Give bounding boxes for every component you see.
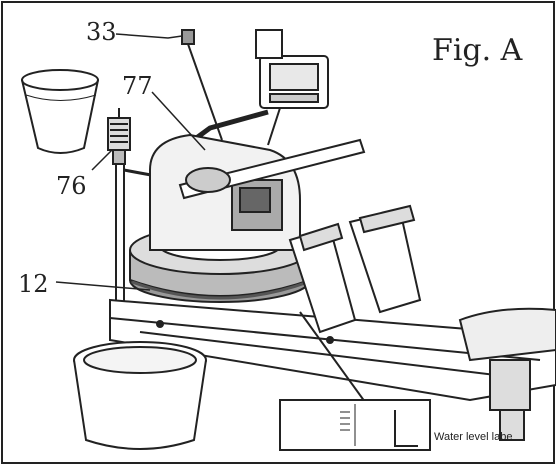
siphon-pump — [107, 108, 131, 330]
footrest-right — [348, 204, 422, 314]
water-bucket-bottom — [73, 341, 207, 450]
monitor — [255, 29, 329, 146]
water-level-label: Water level labe — [434, 431, 512, 443]
flywheel — [149, 133, 301, 251]
callout-12: 12 — [18, 270, 49, 298]
seat — [458, 307, 556, 362]
water-container-top — [21, 69, 99, 154]
footrest-left — [288, 222, 357, 334]
handle-bar — [178, 138, 366, 200]
water-level-inset — [279, 399, 431, 451]
rod-33 — [187, 43, 223, 141]
callout-33: 33 — [86, 18, 117, 46]
callout-leaders — [55, 33, 206, 291]
rear-support — [489, 359, 531, 441]
figure-title: Fig. A — [432, 33, 523, 68]
callout-77: 77 — [122, 72, 153, 100]
plug-part-33 — [181, 29, 195, 45]
callout-76: 76 — [56, 172, 87, 200]
